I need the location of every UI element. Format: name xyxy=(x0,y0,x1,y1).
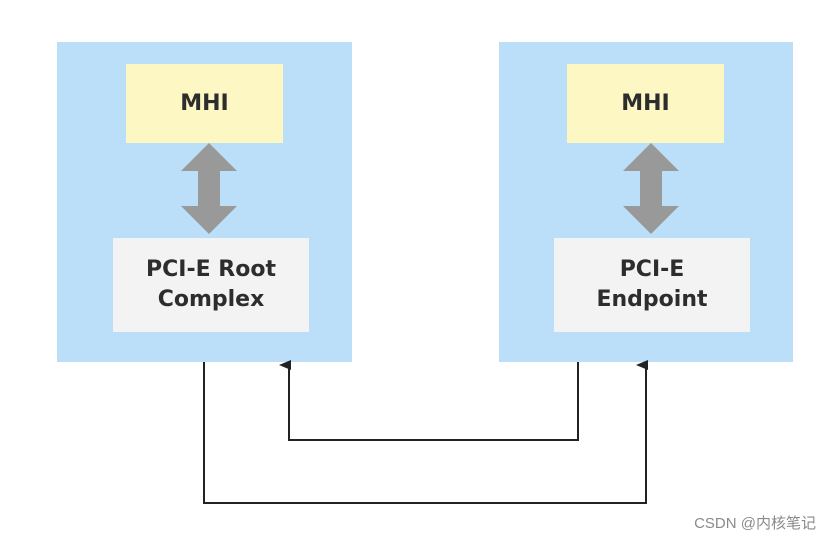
connector-root-to-endpoint xyxy=(203,360,648,504)
mhi-box-right: MHI xyxy=(567,64,724,143)
mhi-label-left: MHI xyxy=(180,91,229,116)
connector-endpoint-to-root xyxy=(279,360,579,441)
pcie-endpoint-box: PCI-E Endpoint xyxy=(554,238,750,332)
double-arrow-left-icon xyxy=(181,143,237,234)
watermark-text: CSDN @内核笔记 xyxy=(694,515,816,532)
mhi-label-right: MHI xyxy=(621,91,670,116)
double-arrow-right-icon xyxy=(623,143,679,234)
pcie-root-complex-label-line-2: Complex xyxy=(157,287,265,312)
pcie-root-complex-label-line-1: PCI-E Root xyxy=(146,257,276,282)
pcie-root-complex-box: PCI-E Root Complex xyxy=(113,238,309,332)
pcie-endpoint-label-line-1: PCI-E xyxy=(619,257,685,282)
pcie-endpoint-label-line-2: Endpoint xyxy=(596,287,708,312)
mhi-box-left: MHI xyxy=(126,64,283,143)
